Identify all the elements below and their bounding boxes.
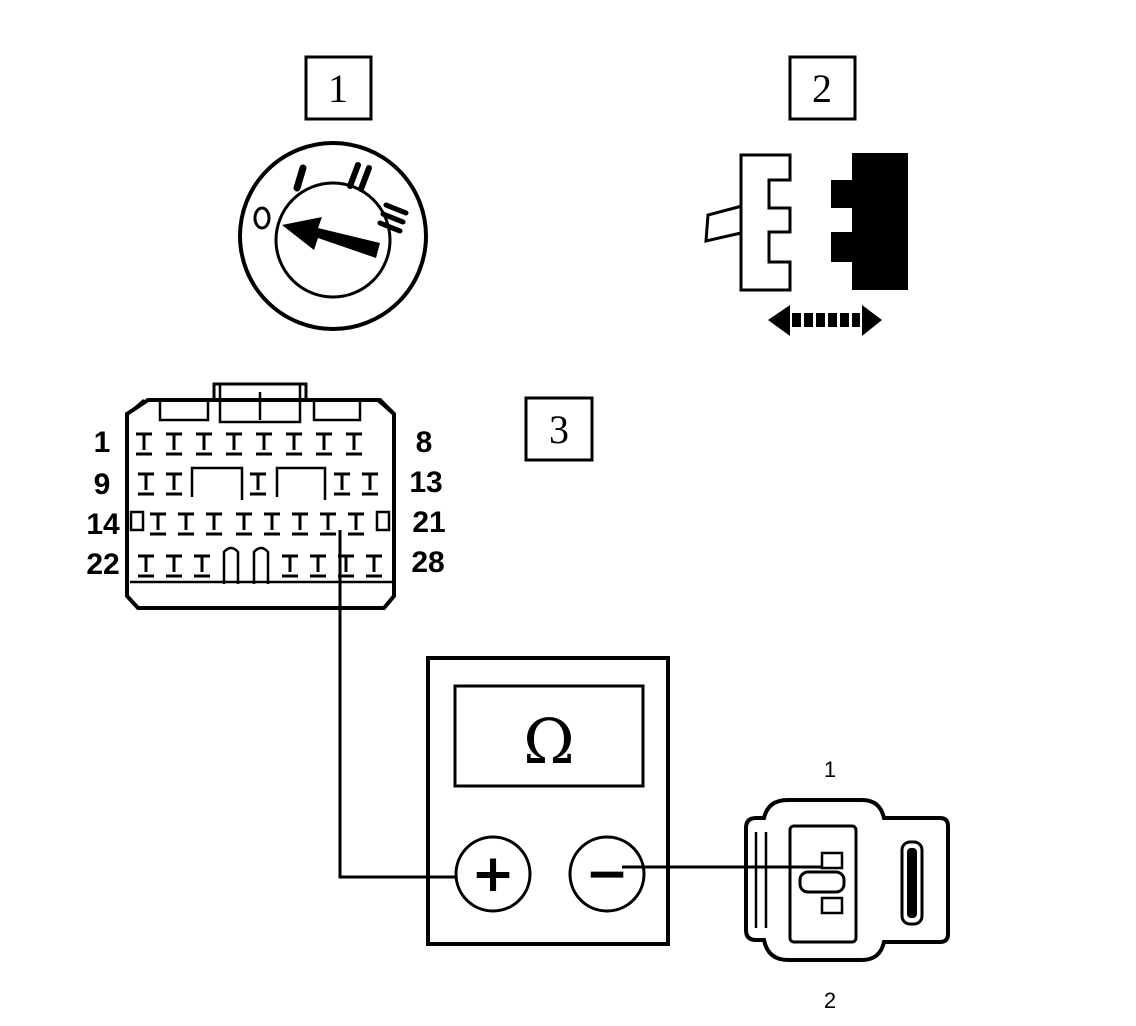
ignition-switch-icon bbox=[238, 141, 428, 331]
connector-disconnect-icon bbox=[704, 153, 908, 336]
ecu-connector-28-pin: 1 8 9 13 14 21 22 28 bbox=[86, 382, 446, 610]
pin-label-28: 28 bbox=[411, 546, 444, 579]
callout-1: 1 bbox=[304, 55, 373, 121]
callout-3-label: 3 bbox=[549, 407, 569, 452]
pin-label-8: 8 bbox=[416, 426, 433, 459]
multimeter-display bbox=[453, 684, 645, 788]
callout-2: 2 bbox=[788, 55, 857, 121]
positive-test-lead bbox=[338, 530, 455, 879]
pin-label-13: 13 bbox=[409, 466, 442, 499]
pin-label-22: 22 bbox=[86, 548, 119, 581]
minus-sign: − bbox=[585, 844, 629, 904]
positive-terminal bbox=[454, 835, 532, 913]
pin-label-1: 1 bbox=[94, 426, 111, 459]
callout-1-label: 1 bbox=[328, 66, 348, 111]
multimeter: Ω + − bbox=[426, 656, 670, 946]
pin-label-14: 14 bbox=[86, 508, 120, 541]
sensor-pin-label-2: 2 bbox=[824, 988, 836, 1013]
plus-sign: + bbox=[471, 844, 515, 904]
ohm-symbol: Ω bbox=[523, 705, 574, 778]
callout-3: 3 bbox=[524, 396, 594, 462]
negative-terminal bbox=[568, 835, 646, 913]
pin-label-21: 21 bbox=[412, 506, 445, 539]
pin-label-9: 9 bbox=[94, 468, 111, 501]
sensor-pin-label-1: 1 bbox=[824, 757, 836, 782]
callout-2-label: 2 bbox=[812, 66, 832, 111]
sensor-connector-2-pin: 1 2 bbox=[744, 757, 950, 1013]
